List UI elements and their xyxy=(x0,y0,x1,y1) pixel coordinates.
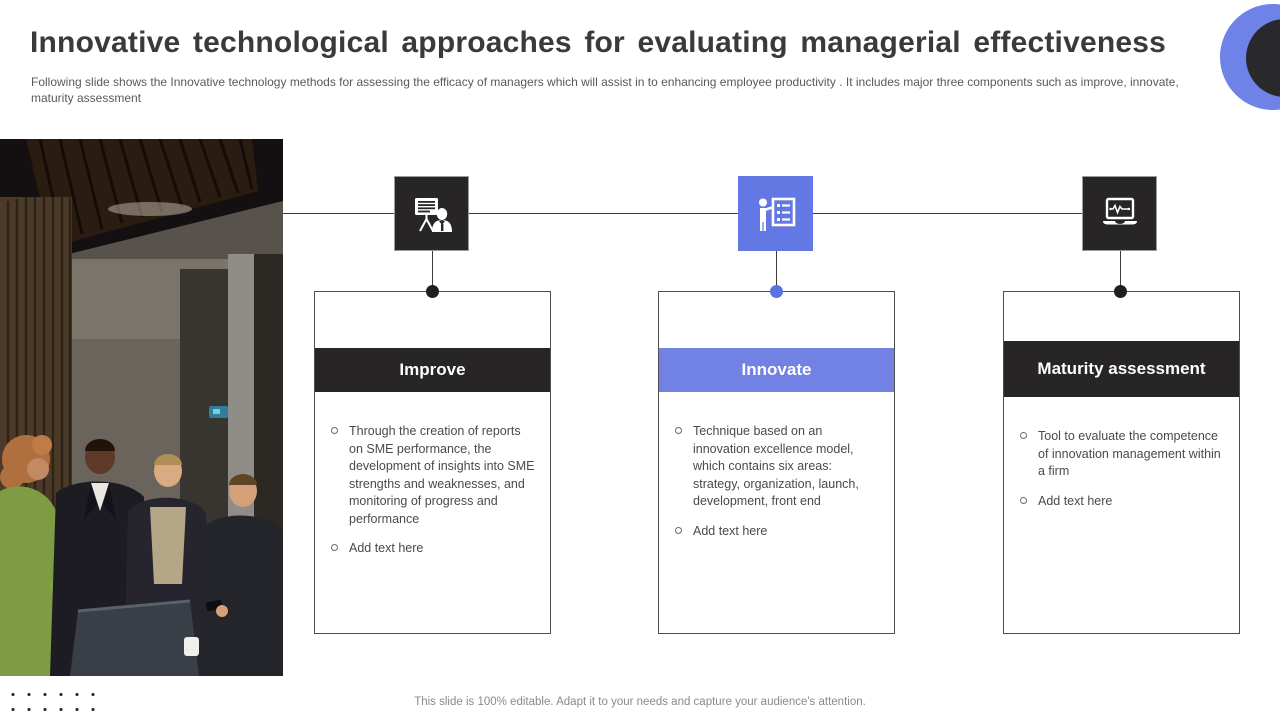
list-item: Add text here xyxy=(675,523,880,541)
timeline-connector-line xyxy=(283,213,1120,214)
card-maturity-assessment: Maturity assessment Tool to evaluate the… xyxy=(1003,291,1240,634)
bullet-text: Tool to evaluate the competence of innov… xyxy=(1038,429,1221,478)
people-silhouettes xyxy=(0,435,283,676)
list-item: Add text here xyxy=(1020,493,1225,511)
bullet-circle-icon xyxy=(331,544,338,551)
editable-note: This slide is 100% editable. Adapt it to… xyxy=(414,696,866,708)
team-photo xyxy=(0,139,283,676)
add-text-placeholder[interactable]: Add text here xyxy=(1038,493,1113,508)
laptop-monitoring-icon xyxy=(1102,197,1137,224)
node-dot-improve xyxy=(426,285,439,298)
card-spacer xyxy=(1004,292,1239,341)
list-item: Through the creation of reports on SME p… xyxy=(331,423,536,528)
icon-box-innovate xyxy=(738,176,813,251)
bullet-circle-icon xyxy=(1020,496,1027,504)
page-title: Innovative technological approaches for … xyxy=(30,26,1167,59)
ceiling-slats xyxy=(38,139,254,240)
card-spacer xyxy=(315,292,550,348)
stem-line-innovate xyxy=(776,251,777,288)
node-dot-innovate xyxy=(770,285,783,298)
list-item: Technique based on an innovation excelle… xyxy=(675,423,880,511)
node-dot-maturity xyxy=(1114,285,1127,298)
bullet-circle-icon xyxy=(1020,432,1027,439)
decorative-dot-grid xyxy=(1,683,95,720)
card-header-innovate: Innovate xyxy=(659,348,894,392)
card-body-maturity: Tool to evaluate the competence of innov… xyxy=(1004,397,1239,510)
card-innovate: Innovate Technique based on an innovatio… xyxy=(658,291,895,634)
team-photo-illustration xyxy=(0,139,283,676)
card-improve: Improve Through the creation of reports … xyxy=(314,291,551,634)
person-checklist-icon xyxy=(758,197,795,231)
list-item: Tool to evaluate the competence of innov… xyxy=(1020,428,1225,481)
bullet-text: Technique based on an innovation excelle… xyxy=(693,424,859,508)
card-body-innovate: Technique based on an innovation excelle… xyxy=(659,392,894,540)
icon-box-improve xyxy=(394,176,469,251)
add-text-placeholder[interactable]: Add text here xyxy=(693,523,768,538)
bullet-circle-icon xyxy=(675,427,682,434)
stem-line-maturity xyxy=(1120,251,1121,288)
card-spacer xyxy=(659,292,894,348)
card-body-improve: Through the creation of reports on SME p… xyxy=(315,392,550,558)
icon-box-maturity xyxy=(1082,176,1157,251)
card-header-maturity: Maturity assessment xyxy=(1004,341,1239,397)
bullet-circle-icon xyxy=(331,427,338,434)
presentation-trainer-icon xyxy=(414,197,452,232)
bullet-circle-icon xyxy=(675,526,682,534)
card-header-improve: Improve xyxy=(315,348,550,392)
add-text-placeholder[interactable]: Add text here xyxy=(349,541,424,555)
list-item: Add text here xyxy=(331,540,536,558)
stem-line-improve xyxy=(432,251,433,288)
slide-subtitle: Following slide shows the Innovative tec… xyxy=(31,75,1179,106)
bullet-text: Through the creation of reports on SME p… xyxy=(349,424,535,526)
